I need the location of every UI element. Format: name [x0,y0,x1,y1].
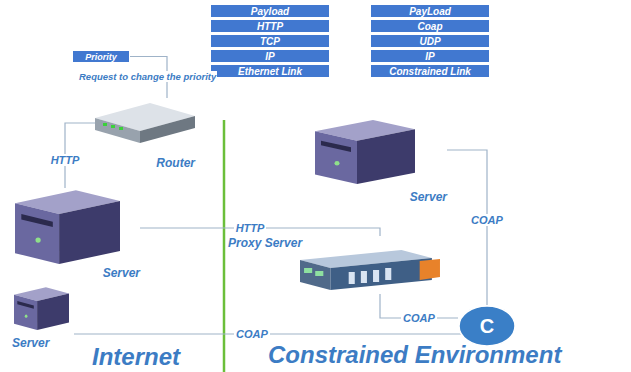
protocol-label: HTTP [49,154,82,166]
proxy-side [330,258,431,290]
proxy-icon [300,248,442,292]
icon-graphic [300,248,442,292]
layer-label: IP [265,51,274,62]
server-icon [15,188,120,264]
layer-label: UDP [419,36,440,47]
icon-graphic [15,188,120,264]
protocol-layer-box: IP [370,49,490,63]
router: Router [95,98,195,170]
server-light [35,237,40,242]
server-slot [21,214,53,227]
protocol-layer-box: IP [210,49,330,63]
server-icon [315,118,415,184]
coordinator-circle [459,306,515,346]
server-side [37,294,69,330]
layer-label: IP [425,51,434,62]
router-side [140,116,195,143]
server: Server [12,286,74,350]
protocol-layer-box: UDP [370,34,490,48]
device-label: Server [12,336,49,350]
icon-graphic [95,98,195,148]
layer-label: Coap [418,21,443,32]
protocol-label: COAP [469,214,505,226]
layer-label: HTTP [257,21,283,32]
server-slot [321,141,351,152]
protocol-layer-box: HTTP [210,19,330,33]
region-label: Internet [92,343,180,371]
router-icon [95,98,195,148]
protocol-layer-box: Priority [72,50,130,63]
server-front [15,203,59,264]
server-front [14,295,37,330]
note-label: Request to change the priority [78,71,217,82]
proxy-server: Proxy Server [228,236,443,294]
device-label: Proxy Server [228,236,302,250]
layer-label: Constrained Link [389,66,471,77]
protocol-label: HTTP [234,222,267,234]
protocol-label: COAP [234,328,270,340]
protocol-layer-box: Coap [370,19,490,33]
layer-label: TCP [260,36,280,47]
proxy-port [304,268,312,273]
device-label: Server [410,190,447,204]
region-label: Constrained Environment [268,341,561,369]
proxy-port [373,270,379,282]
server-side [59,201,120,264]
proxy-end [420,259,440,280]
server-light [25,315,28,318]
server: Server [15,188,140,280]
coordinator-node: C [458,305,516,347]
device-label: Server [103,266,140,280]
layer-label: PayLoad [409,6,451,17]
server-light [335,161,340,166]
protocol-layer-box: Payload [210,4,330,18]
icon-graphic [315,118,415,184]
protocol-label: COAP [401,312,437,324]
layer-label: Ethernet Link [238,66,302,77]
protocol-layer-box: Constrained Link [370,64,490,78]
router-front [95,118,140,143]
server-slot [17,301,34,309]
icon-graphic [14,286,69,330]
device-label: Router [156,156,195,170]
proxy-port [315,271,323,276]
router-light [111,125,115,128]
protocol-layer-box: Ethernet Link [210,64,330,78]
proxy-port [385,268,391,280]
server-icon [14,286,69,330]
layer-label: Payload [251,6,289,17]
server-front [315,131,357,184]
protocol-layer-box: TCP [210,34,330,48]
server-side [357,129,415,184]
node-letter: C [458,305,516,347]
proxy-port [349,272,355,284]
router-light [119,127,123,130]
layer-label: Priority [85,52,117,62]
server: Server [315,118,447,204]
proxy-port [361,271,367,283]
proxy-front [300,260,330,290]
router-light [103,123,107,126]
connector-line [447,150,487,305]
protocol-layer-box: PayLoad [370,4,490,18]
